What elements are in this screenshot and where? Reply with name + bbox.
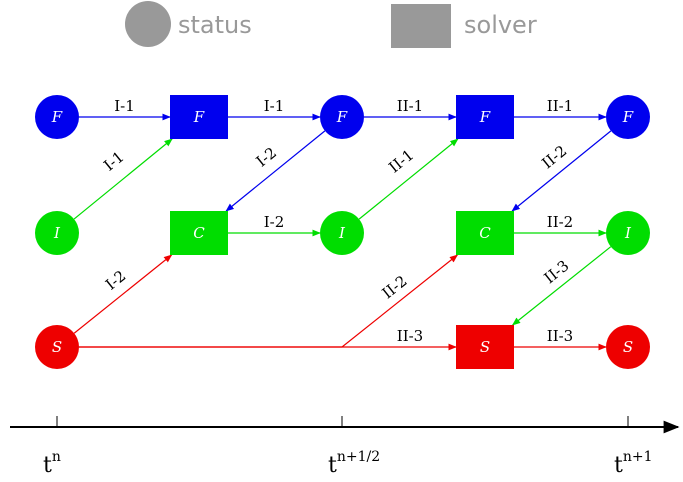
- edge-F1-to-Cs1: [225, 130, 326, 212]
- edge-label: I-1: [114, 97, 135, 115]
- edges: [73, 113, 612, 351]
- solver-node-label: F: [479, 108, 491, 126]
- edge-label: II-3: [541, 257, 573, 288]
- edge-F2-to-Cs2: [511, 130, 612, 212]
- edge-label: I-2: [264, 213, 285, 231]
- legend-solver-swatch: [391, 4, 451, 48]
- solver-node-label: S: [480, 338, 490, 356]
- edge-label: II-3: [397, 327, 423, 345]
- time-axis: tn tn+1/2 tn+1: [10, 416, 680, 478]
- status-node-I1: [320, 211, 364, 255]
- solver-node-Cs1: [170, 211, 228, 255]
- edge-label: II-1: [397, 97, 423, 115]
- edge-label: II-2: [379, 272, 411, 303]
- edge-I2-to-Ss2: [511, 246, 612, 326]
- edge-label: I-1: [100, 148, 127, 175]
- edge-I0-to-Fs1: [73, 138, 173, 220]
- status-node-I0: [35, 211, 79, 255]
- status-node-S2: [606, 325, 650, 369]
- status-node-label: I: [624, 224, 632, 242]
- status-node-label: F: [622, 108, 634, 126]
- edge-label: I-1: [264, 97, 285, 115]
- edge-label: I-2: [253, 144, 280, 171]
- axis-tick-label: tn+1: [614, 449, 653, 478]
- axis-tick-label: tn: [43, 449, 61, 478]
- edge-I1-to-Fs2: [358, 138, 459, 220]
- edge-label: II-3: [547, 327, 573, 345]
- status-node-S0: [35, 325, 79, 369]
- edge-label: II-1: [385, 146, 417, 177]
- edge-label: II-2: [547, 213, 573, 231]
- status-node-label: S: [623, 338, 633, 356]
- edge-S0-to-Cs1: [73, 254, 173, 334]
- status-node-label: F: [336, 108, 348, 126]
- legend-status-swatch: [125, 1, 171, 47]
- status-node-label: I: [53, 224, 61, 242]
- solver-node-label: C: [193, 224, 205, 242]
- status-node-label: I: [338, 224, 346, 242]
- edge-label: I-2: [102, 267, 129, 294]
- status-node-label: S: [52, 338, 62, 356]
- solver-node-label: F: [193, 108, 205, 126]
- legend: status solver: [125, 1, 537, 48]
- solver-node-Cs2: [456, 211, 514, 255]
- status-node-F2: [606, 95, 650, 139]
- legend-status-label: status: [178, 11, 252, 39]
- nodes: F I S F C F I F C S F I S: [35, 95, 650, 369]
- solver-node-label: C: [479, 224, 491, 242]
- solver-node-Fs2: [456, 95, 514, 139]
- status-node-I2: [606, 211, 650, 255]
- status-node-F1: [320, 95, 364, 139]
- solver-node-Ss2: [456, 325, 514, 369]
- legend-solver-label: solver: [464, 11, 537, 39]
- status-node-label: F: [51, 108, 63, 126]
- status-node-F0: [35, 95, 79, 139]
- solver-node-Fs1: [170, 95, 228, 139]
- axis-tick-label: tn+1/2: [328, 449, 380, 478]
- edge-label: II-1: [547, 97, 573, 115]
